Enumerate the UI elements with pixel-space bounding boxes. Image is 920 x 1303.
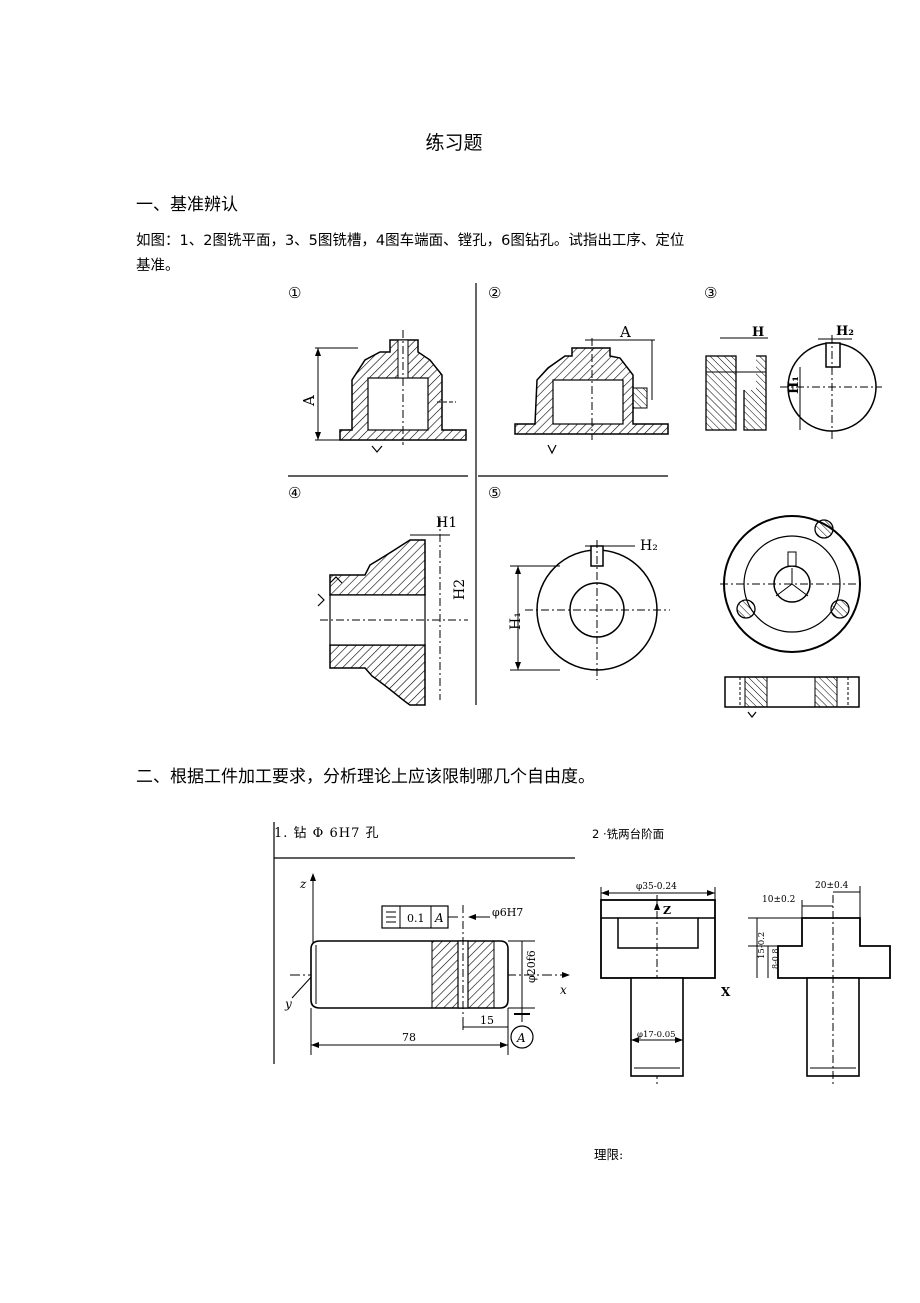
figure-3-dim-H1: H₁ bbox=[787, 376, 802, 394]
figure-4-number: ④ bbox=[288, 484, 301, 502]
p1-axis-x: x bbox=[560, 983, 567, 997]
section1-heading: 一、基准辨认 bbox=[136, 195, 238, 215]
problem1-caption: 1. 钻 Φ 6H7 孔 bbox=[274, 826, 380, 841]
figure-1: ① A bbox=[288, 284, 467, 453]
figure-5-dim-H2: H₂ bbox=[640, 538, 658, 554]
figure-2-locating-mark bbox=[547, 444, 557, 455]
problem2-drawing: φ35-0.24 Z X φ17-0.05 20±0.4 10±0.2 15-0… bbox=[600, 881, 891, 1085]
figure-4-dim-H2: H2 bbox=[452, 579, 468, 600]
figure-2-number: ② bbox=[488, 284, 501, 302]
figure-3: ③ H H₂ H₁ bbox=[704, 284, 882, 440]
figure-4-locating-mark bbox=[317, 593, 325, 607]
figure-6-locating-mark bbox=[747, 711, 757, 718]
p2-dim-20: 20±0.4 bbox=[815, 881, 849, 891]
p2-dim-8: 8-0.8 bbox=[771, 948, 780, 969]
p2-dim-10: 10±0.2 bbox=[762, 895, 795, 905]
p1-axis-z: z bbox=[299, 877, 307, 891]
p2-axis-x: X bbox=[721, 985, 731, 999]
p2-axis-z: Z bbox=[663, 904, 671, 917]
figure-2-dim-A: A bbox=[619, 323, 631, 341]
bottom-note: 理限: bbox=[594, 1147, 624, 1162]
p1-hole-label: φ6H7 bbox=[492, 906, 523, 919]
page-title: 练习题 bbox=[425, 132, 483, 154]
figure-1-dim-A: A bbox=[300, 395, 318, 407]
problem1-drawing: z y x 0.1 A φ6H7 φ20f6 78 15 bbox=[273, 822, 575, 1064]
p1-axis-y: y bbox=[284, 997, 292, 1011]
p1-tolerance-datum: A bbox=[434, 911, 444, 925]
section1-instruction: 如图：1、2图铣平面，3、5图铣槽，4图车端面、镗孔，6图钻孔。试指出工序、定位… bbox=[136, 233, 685, 274]
figure-4-dim-H1: H1 bbox=[436, 515, 457, 531]
figure-5: ⑤ H₂ H₁ bbox=[488, 484, 670, 680]
p2-dim-15: 15-0.2 bbox=[757, 932, 767, 959]
figure-2: ② A bbox=[488, 284, 669, 455]
figure-5-number: ⑤ bbox=[488, 484, 501, 502]
figure-3-dim-H: H bbox=[752, 325, 764, 340]
p1-tolerance-value: 0.1 bbox=[407, 912, 425, 925]
figure-grid-lines bbox=[288, 283, 668, 705]
p1-dim-15: 15 bbox=[480, 1014, 494, 1027]
figure-1-number: ① bbox=[288, 284, 301, 302]
p1-dim-78: 78 bbox=[402, 1031, 416, 1044]
p2-dia-top: φ35-0.24 bbox=[636, 882, 677, 892]
figure-3-dim-H2: H₂ bbox=[836, 324, 854, 339]
figure-5-dim-H1: H₁ bbox=[508, 612, 524, 630]
p1-shaft-dia: φ20f6 bbox=[525, 950, 538, 983]
p1-datum-marker: A bbox=[516, 1031, 526, 1045]
figure-1-locating-mark bbox=[371, 445, 383, 453]
figure-3-number: ③ bbox=[704, 284, 717, 302]
section2-heading: 二、根据工件加工要求，分析理论上应该限制哪几个自由度。 bbox=[136, 767, 595, 787]
problem2-caption: 2 ·铣两台阶面 bbox=[592, 827, 665, 841]
figure-4: ④ H1 H2 bbox=[288, 484, 468, 706]
p2-dia-bottom: φ17-0.05 bbox=[637, 1030, 676, 1040]
figure-6 bbox=[720, 515, 864, 718]
